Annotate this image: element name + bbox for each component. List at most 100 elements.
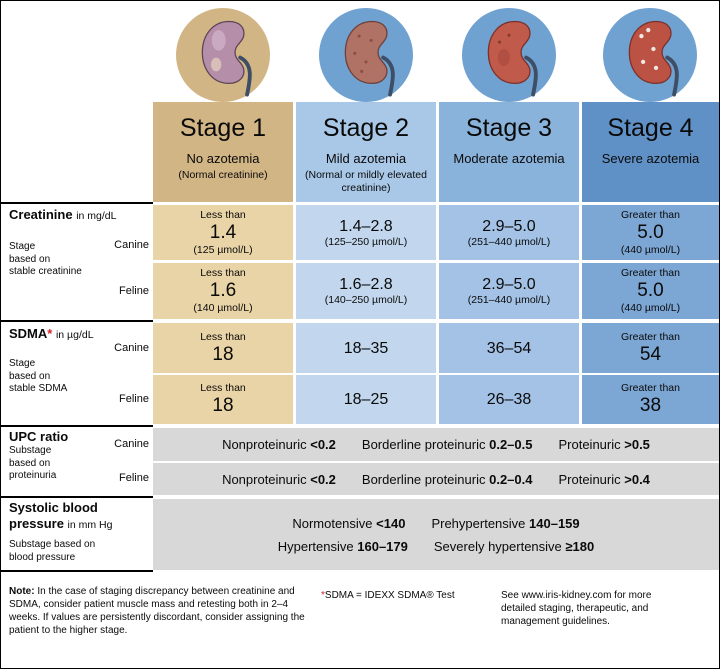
staging-discrepancy-note: Note: In the case of staging discrepancy… (9, 585, 317, 637)
stage4-title: Stage 4 (607, 114, 694, 142)
segment-value: <140 (376, 515, 406, 531)
sdma-section-title: SDMA* in µg/dL (9, 326, 94, 343)
segment-value: 0.2–0.5 (489, 437, 533, 452)
sdma-footnote: *SDMA = IDEXX SDMA® Test (321, 589, 491, 602)
note-lead: Note: (9, 586, 35, 597)
section-divider (1, 202, 153, 204)
stage3-header: Stage 3 Moderate azotemia (439, 102, 579, 202)
kidney-lesion (497, 40, 502, 44)
section-divider (1, 425, 153, 427)
cell-value: 2.9–5.0 (482, 276, 536, 293)
cell-value: 26–38 (486, 391, 532, 408)
kidney-lesion (353, 51, 357, 55)
sdma-canine-label: Canine (114, 342, 149, 354)
creatinine-section-title: Creatinine in mg/dL (9, 207, 116, 224)
sdma-feline-stage2-cell: 18–25 (296, 375, 436, 424)
creatinine-canine-stage3-cell: 2.9–5.0 (251–440 µmol/L) (439, 205, 579, 260)
kidney-cyst (651, 46, 656, 52)
stage1-title: Stage 1 (179, 114, 267, 142)
ureter (665, 55, 679, 97)
stage1-qualifier: (Normal creatinine) (178, 169, 268, 181)
footnote-text: SDMA = IDEXX SDMA® Test (324, 590, 455, 601)
stage4-kidney-circle (603, 8, 697, 102)
segment-value: <0.2 (310, 437, 336, 452)
segment-label: Proteinuric (558, 437, 621, 452)
side-note-line: Substage based on (9, 539, 96, 550)
creatinine-feline-stage2-cell: 1.6–2.8 (140–250 µmol/L) (296, 263, 436, 319)
cell-prefix: Less than (200, 382, 246, 394)
sdma-canine-stage1-cell: Less than 18 (153, 323, 293, 373)
sdma-unit: in µg/dL (55, 329, 94, 341)
stage3-kidney-circle (462, 8, 556, 102)
segment-label: Nonproteinuric (222, 437, 307, 452)
creatinine-canine-label: Canine (114, 239, 149, 251)
stage3-title: Stage 3 (465, 114, 553, 142)
stage4-azotemia-label: Severe azotemia (601, 151, 700, 166)
kidney-lesion (360, 69, 364, 73)
upc-segment: Nonproteinuric <0.2 (222, 437, 336, 452)
cell-value: 1.4–2.8 (339, 217, 393, 235)
stage2-kidney-circle (319, 8, 413, 102)
ureter (238, 55, 252, 97)
cell-prefix: Less than (200, 267, 246, 279)
kidney-lesion (507, 33, 511, 37)
side-note-line: blood pressure (9, 551, 76, 563)
bp-title-line1: Systolic blood (9, 500, 98, 515)
cell-value: 5.0 (637, 221, 664, 243)
segment-value: 0.2–0.4 (489, 471, 533, 487)
cell-value: 36–54 (486, 339, 532, 357)
cell-value: 18–25 (343, 391, 389, 408)
upc-canine-label: Canine (114, 438, 149, 450)
side-note-line: based on (9, 253, 51, 265)
bp-unit: in mm Hg (67, 519, 113, 531)
blood-pressure-section-title: Systolic blood pressure in mm Hg (9, 500, 112, 533)
stage1-header: Stage 1 No azotemia (Normal creatinine) (153, 102, 293, 202)
bp-side-note: Substage based on blood pressure (9, 539, 119, 564)
side-note-line: based on (9, 457, 51, 469)
stage3-azotemia-label: Moderate azotemia (453, 151, 565, 166)
kidney-body (344, 20, 388, 85)
upc-feline-label: Feline (119, 472, 149, 484)
sdma-feline-label: Feline (119, 393, 149, 405)
cell-si-units: (440 µmol/L) (620, 243, 681, 256)
cell-prefix: Less than (200, 330, 246, 343)
cell-value: 1.6 (209, 280, 237, 301)
kidney-moderate-disease-icon (487, 20, 538, 97)
sdma-canine-stage3-cell: 36–54 (439, 323, 579, 373)
cell-si-units: (251–440 µmol/L) (467, 294, 551, 306)
sdma-feline-stage4-cell: Greater than 38 (582, 375, 719, 424)
segment-value: >0.4 (624, 471, 650, 487)
creatinine-unit: in mg/dL (76, 210, 117, 222)
side-note-line: stable creatinine (9, 266, 82, 277)
cell-si-units: (440 µmol/L) (620, 302, 681, 314)
creatinine-label: Creatinine (9, 207, 73, 222)
side-note-line: stable SDMA (9, 383, 68, 394)
cell-value: 18 (212, 343, 234, 365)
side-note-line: based on (9, 370, 51, 382)
segment-value: >0.5 (624, 437, 650, 452)
upc-feline-values: Nonproteinuric <0.2 Borderline proteinur… (153, 463, 719, 495)
bp-values-line1: Normotensive <140 Prehypertensive 140–15… (292, 516, 579, 531)
segment-label: Borderline proteinuric (361, 471, 486, 487)
kidney-body (201, 20, 245, 85)
cell-prefix: Greater than (621, 267, 680, 279)
cell-value: 18–35 (343, 339, 389, 357)
bp-segment: Prehypertensive 140–159 (431, 516, 579, 531)
stage2-azotemia-label: Mild azotemia (325, 151, 407, 166)
creatinine-side-note: Stage based on stable creatinine (9, 241, 91, 279)
upc-segment: Borderline proteinuric 0.2–0.4 (362, 472, 533, 487)
side-note-line: proteinuria (9, 470, 57, 481)
bp-title-line2: pressure (9, 516, 64, 531)
segment-label: Normotensive (292, 515, 373, 531)
sdma-asterisk: * (47, 326, 53, 341)
cell-value: 5.0 (637, 280, 664, 301)
creatinine-canine-stage4-cell: Greater than 5.0 (440 µmol/L) (582, 205, 719, 260)
cell-prefix: Greater than (621, 208, 680, 221)
cell-si-units: (140–250 µmol/L) (324, 294, 408, 306)
sdma-canine-stage4-cell: Greater than 54 (582, 323, 719, 373)
segment-value: <0.2 (310, 471, 336, 487)
bp-segment: Hypertensive 160–179 (278, 539, 408, 554)
creatinine-feline-stage3-cell: 2.9–5.0 (251–440 µmol/L) (439, 263, 579, 319)
section-divider (1, 570, 153, 572)
